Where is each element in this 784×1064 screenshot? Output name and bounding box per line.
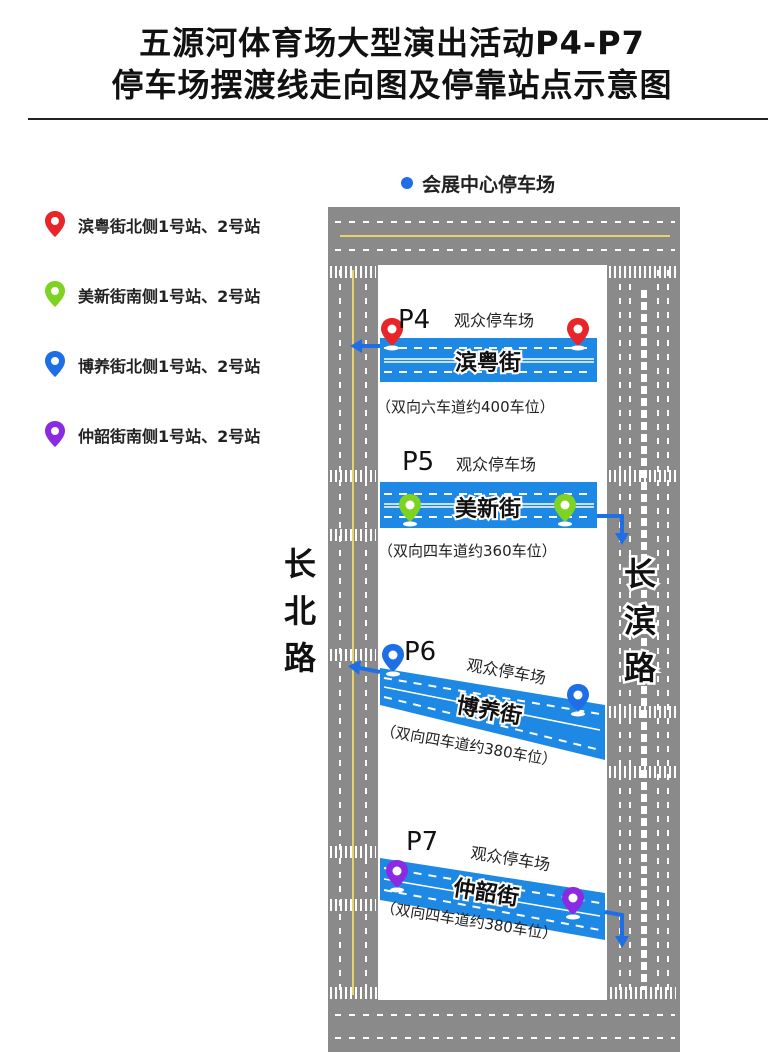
road-name-changbin-2: 滨 <box>624 602 656 640</box>
road-name-changbei-3: 路 <box>284 639 317 677</box>
map-pin-blue-icon <box>45 351 65 377</box>
top-parking-label: 会展中心停车场 <box>422 173 555 196</box>
legend-label: 仲韶街南侧1号站、2号站 <box>78 427 261 446</box>
lot-note-p5: （双向四车道约360车位） <box>378 542 557 560</box>
legend-label: 博养街北侧1号站、2号站 <box>78 357 261 376</box>
lot-code-p7: P7 <box>406 827 438 857</box>
lot-type-p5: 观众停车场 <box>456 455 536 474</box>
map-pin-red-icon <box>45 211 65 237</box>
title-line-1: 五源河体育场大型演出活动P4-P7 <box>139 24 645 62</box>
road-name-changbin-3: 路 <box>624 649 657 687</box>
road-name-changbei-1: 长 <box>284 545 316 583</box>
lot-code-p5: P5 <box>402 447 434 477</box>
dot-icon <box>401 177 413 189</box>
legend-item-purple: 仲韶街南侧1号站、2号站 <box>44 420 260 450</box>
legend-item-blue: 博养街北侧1号站、2号站 <box>44 350 260 380</box>
lot-type-p7: 观众停车场 <box>469 843 551 874</box>
shuttle-route-arrows <box>348 339 629 948</box>
lot-note-p4: （双向六车道约400车位） <box>376 398 555 416</box>
map-pin-green-icon <box>45 281 65 307</box>
street-name-binyue: 滨粤街 <box>455 350 521 376</box>
legend-item-red: 滨粤街北侧1号站、2号站 <box>44 210 260 240</box>
lot-type-p4: 观众停车场 <box>454 311 534 330</box>
lot-type-p6: 观众停车场 <box>465 655 547 688</box>
lot-code-p4: P4 <box>398 305 430 335</box>
legend-label: 滨粤街北侧1号站、2号站 <box>78 217 261 236</box>
legend-item-green: 美新街南侧1号站、2号站 <box>44 280 260 310</box>
street-name-meixin: 美新街 <box>455 496 521 522</box>
title-line-2: 停车场摆渡线走向图及停靠站点示意图 <box>111 66 673 104</box>
title-divider <box>28 118 768 120</box>
legend-label: 美新街南侧1号站、2号站 <box>78 287 261 306</box>
map-pin-purple-icon <box>45 421 65 447</box>
bottom-road <box>328 1000 680 1052</box>
road-name-changbin-1: 长 <box>624 555 656 593</box>
lot-code-p6: P6 <box>404 637 436 667</box>
road-name-changbei-2: 北 <box>284 592 316 630</box>
